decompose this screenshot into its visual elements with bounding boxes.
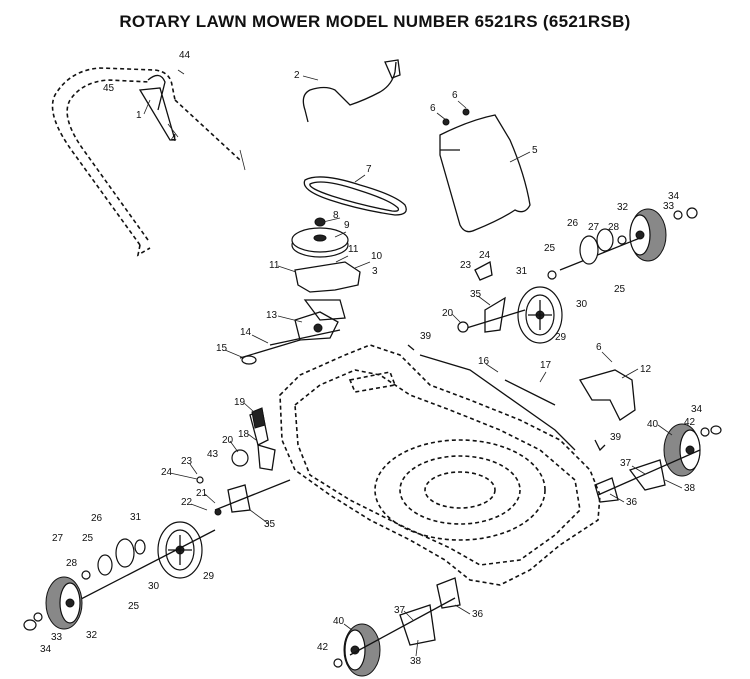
label-part-6a: 6 [430,103,436,114]
label-part-30a: 30 [148,581,160,592]
label-part-35a: 35 [264,519,276,530]
label-part-39b: 39 [610,432,622,443]
label-part-39a: 39 [420,331,432,342]
label-part-13: 13 [266,310,278,321]
label-part-11b: 11 [348,244,359,255]
part-number-labels: 1 2 3 4 5 6 6 6 7 8 9 10 11 11 12 13 14 … [40,50,703,667]
height-adjuster [407,344,636,452]
rear-left-wheel [23,576,83,631]
label-part-28a: 28 [66,558,78,569]
diagram-title: ROTARY LAWN MOWER MODEL NUMBER 6521RS (6… [119,12,631,31]
label-part-29b: 29 [555,332,567,343]
label-part-40a: 40 [647,419,659,430]
leader-lines [143,75,683,657]
rear-left-drive-gear [49,521,216,616]
label-part-27a: 27 [52,533,64,544]
label-part-12: 12 [640,364,652,375]
front-right-wheel [594,423,722,503]
label-part-5: 5 [532,145,538,156]
label-part-36a: 36 [626,497,638,508]
label-part-25d: 25 [614,284,626,295]
label-part-30b: 30 [576,299,588,310]
label-part-24b: 24 [479,250,491,261]
label-part-28b: 28 [608,222,620,233]
pulley-assembly [239,217,361,365]
label-part-26b: 26 [567,218,579,229]
label-part-38b: 38 [410,656,422,667]
label-part-16: 16 [478,356,490,367]
label-part-21: 21 [196,488,208,499]
label-part-23b: 23 [460,260,472,271]
label-part-29a: 29 [203,571,215,582]
label-part-20a: 20 [222,435,234,446]
label-part-18: 18 [238,429,250,440]
label-part-36b: 36 [472,609,484,620]
label-part-10: 10 [371,251,383,262]
label-part-1: 1 [136,110,142,121]
label-part-6b: 6 [452,90,458,101]
label-part-37b: 37 [394,605,406,616]
label-part-9: 9 [344,220,350,231]
label-part-19: 19 [234,397,246,408]
label-part-3: 3 [372,266,378,277]
label-part-34c: 34 [691,404,703,415]
label-part-6c: 6 [596,342,602,353]
label-part-24a: 24 [161,467,173,478]
label-part-31b: 31 [516,266,528,277]
label-part-26a: 26 [91,513,103,524]
handle-assembly [51,67,246,257]
rear-right-drive-gear [457,260,563,344]
label-part-40b: 40 [333,616,345,627]
label-part-34b: 34 [668,191,680,202]
mower-deck [279,344,601,586]
label-part-17: 17 [540,360,552,371]
label-part-23a: 23 [181,456,193,467]
label-part-8: 8 [333,210,339,221]
label-part-27b: 27 [588,222,600,233]
label-part-14: 14 [240,327,252,338]
label-part-11a: 11 [269,260,280,271]
label-part-37a: 37 [620,458,632,469]
label-part-42b: 42 [317,642,329,653]
label-part-33a: 33 [51,632,63,643]
front-left-wheel [333,577,461,677]
control-cable [302,59,401,123]
label-part-34a: 34 [40,644,52,655]
label-part-22: 22 [181,497,193,508]
label-part-32a: 32 [86,630,98,641]
label-part-25c: 25 [544,243,556,254]
label-part-43: 43 [207,449,219,460]
label-part-32b: 32 [617,202,629,213]
label-part-25a: 25 [82,533,94,544]
label-part-45: 45 [103,83,115,94]
label-part-31a: 31 [130,512,142,523]
label-part-35b: 35 [470,289,482,300]
label-part-42a: 42 [684,417,696,428]
label-part-15: 15 [216,343,228,354]
label-part-20b: 20 [442,308,454,319]
label-part-44: 44 [179,50,191,61]
label-part-2: 2 [294,70,300,81]
label-part-4: 4 [171,133,177,144]
label-part-38a: 38 [684,483,696,494]
label-part-25b: 25 [128,601,140,612]
drive-belt [303,176,407,216]
rear-deflector [439,108,531,233]
label-part-33b: 33 [663,201,675,212]
label-part-7: 7 [366,164,372,175]
rear-right-wheel [559,207,698,271]
